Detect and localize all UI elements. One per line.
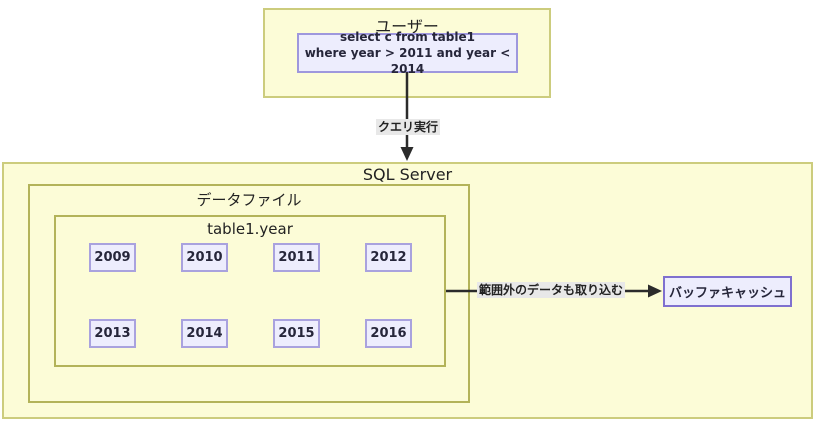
year-cell-2013: 2013	[89, 319, 136, 348]
buffer-cache-node: バッファキャッシュ	[663, 276, 792, 307]
year-cell-2011: 2011	[273, 243, 320, 272]
sql-query-line1: select c from table1	[340, 29, 475, 44]
fetch-arrow-label: 範囲外のデータも取り込む	[476, 282, 626, 299]
data-file-box-title: データファイル	[196, 191, 302, 209]
user-box-title: ユーザー	[375, 17, 439, 36]
year-cell-2015: 2015	[273, 319, 320, 348]
year-cell-2009: 2009	[89, 243, 136, 272]
sql-query-node: select c from table1 where year > 2011 a…	[297, 30, 518, 76]
year-cell-2014: 2014	[181, 319, 228, 348]
year-cell-2010: 2010	[181, 243, 228, 272]
query-execution-arrow-label: クエリ実行	[375, 119, 441, 136]
sql-query-line2: where year > 2011 and year < 2014	[304, 45, 511, 77]
year-cell-2012: 2012	[365, 243, 412, 272]
year-row-bottom: 2013 2014 2015 2016	[56, 319, 444, 348]
year-cell-2016: 2016	[365, 319, 412, 348]
year-row-top: 2009 2010 2011 2012	[56, 243, 444, 272]
sql-server-box-title: SQL Server	[362, 165, 453, 184]
table1-year-box-title: table1.year	[207, 220, 293, 238]
table1-year-box: table1.year 2009 2010 2011 2012 2013 201…	[54, 215, 446, 367]
buffer-cache-label: バッファキャッシュ	[668, 286, 786, 301]
